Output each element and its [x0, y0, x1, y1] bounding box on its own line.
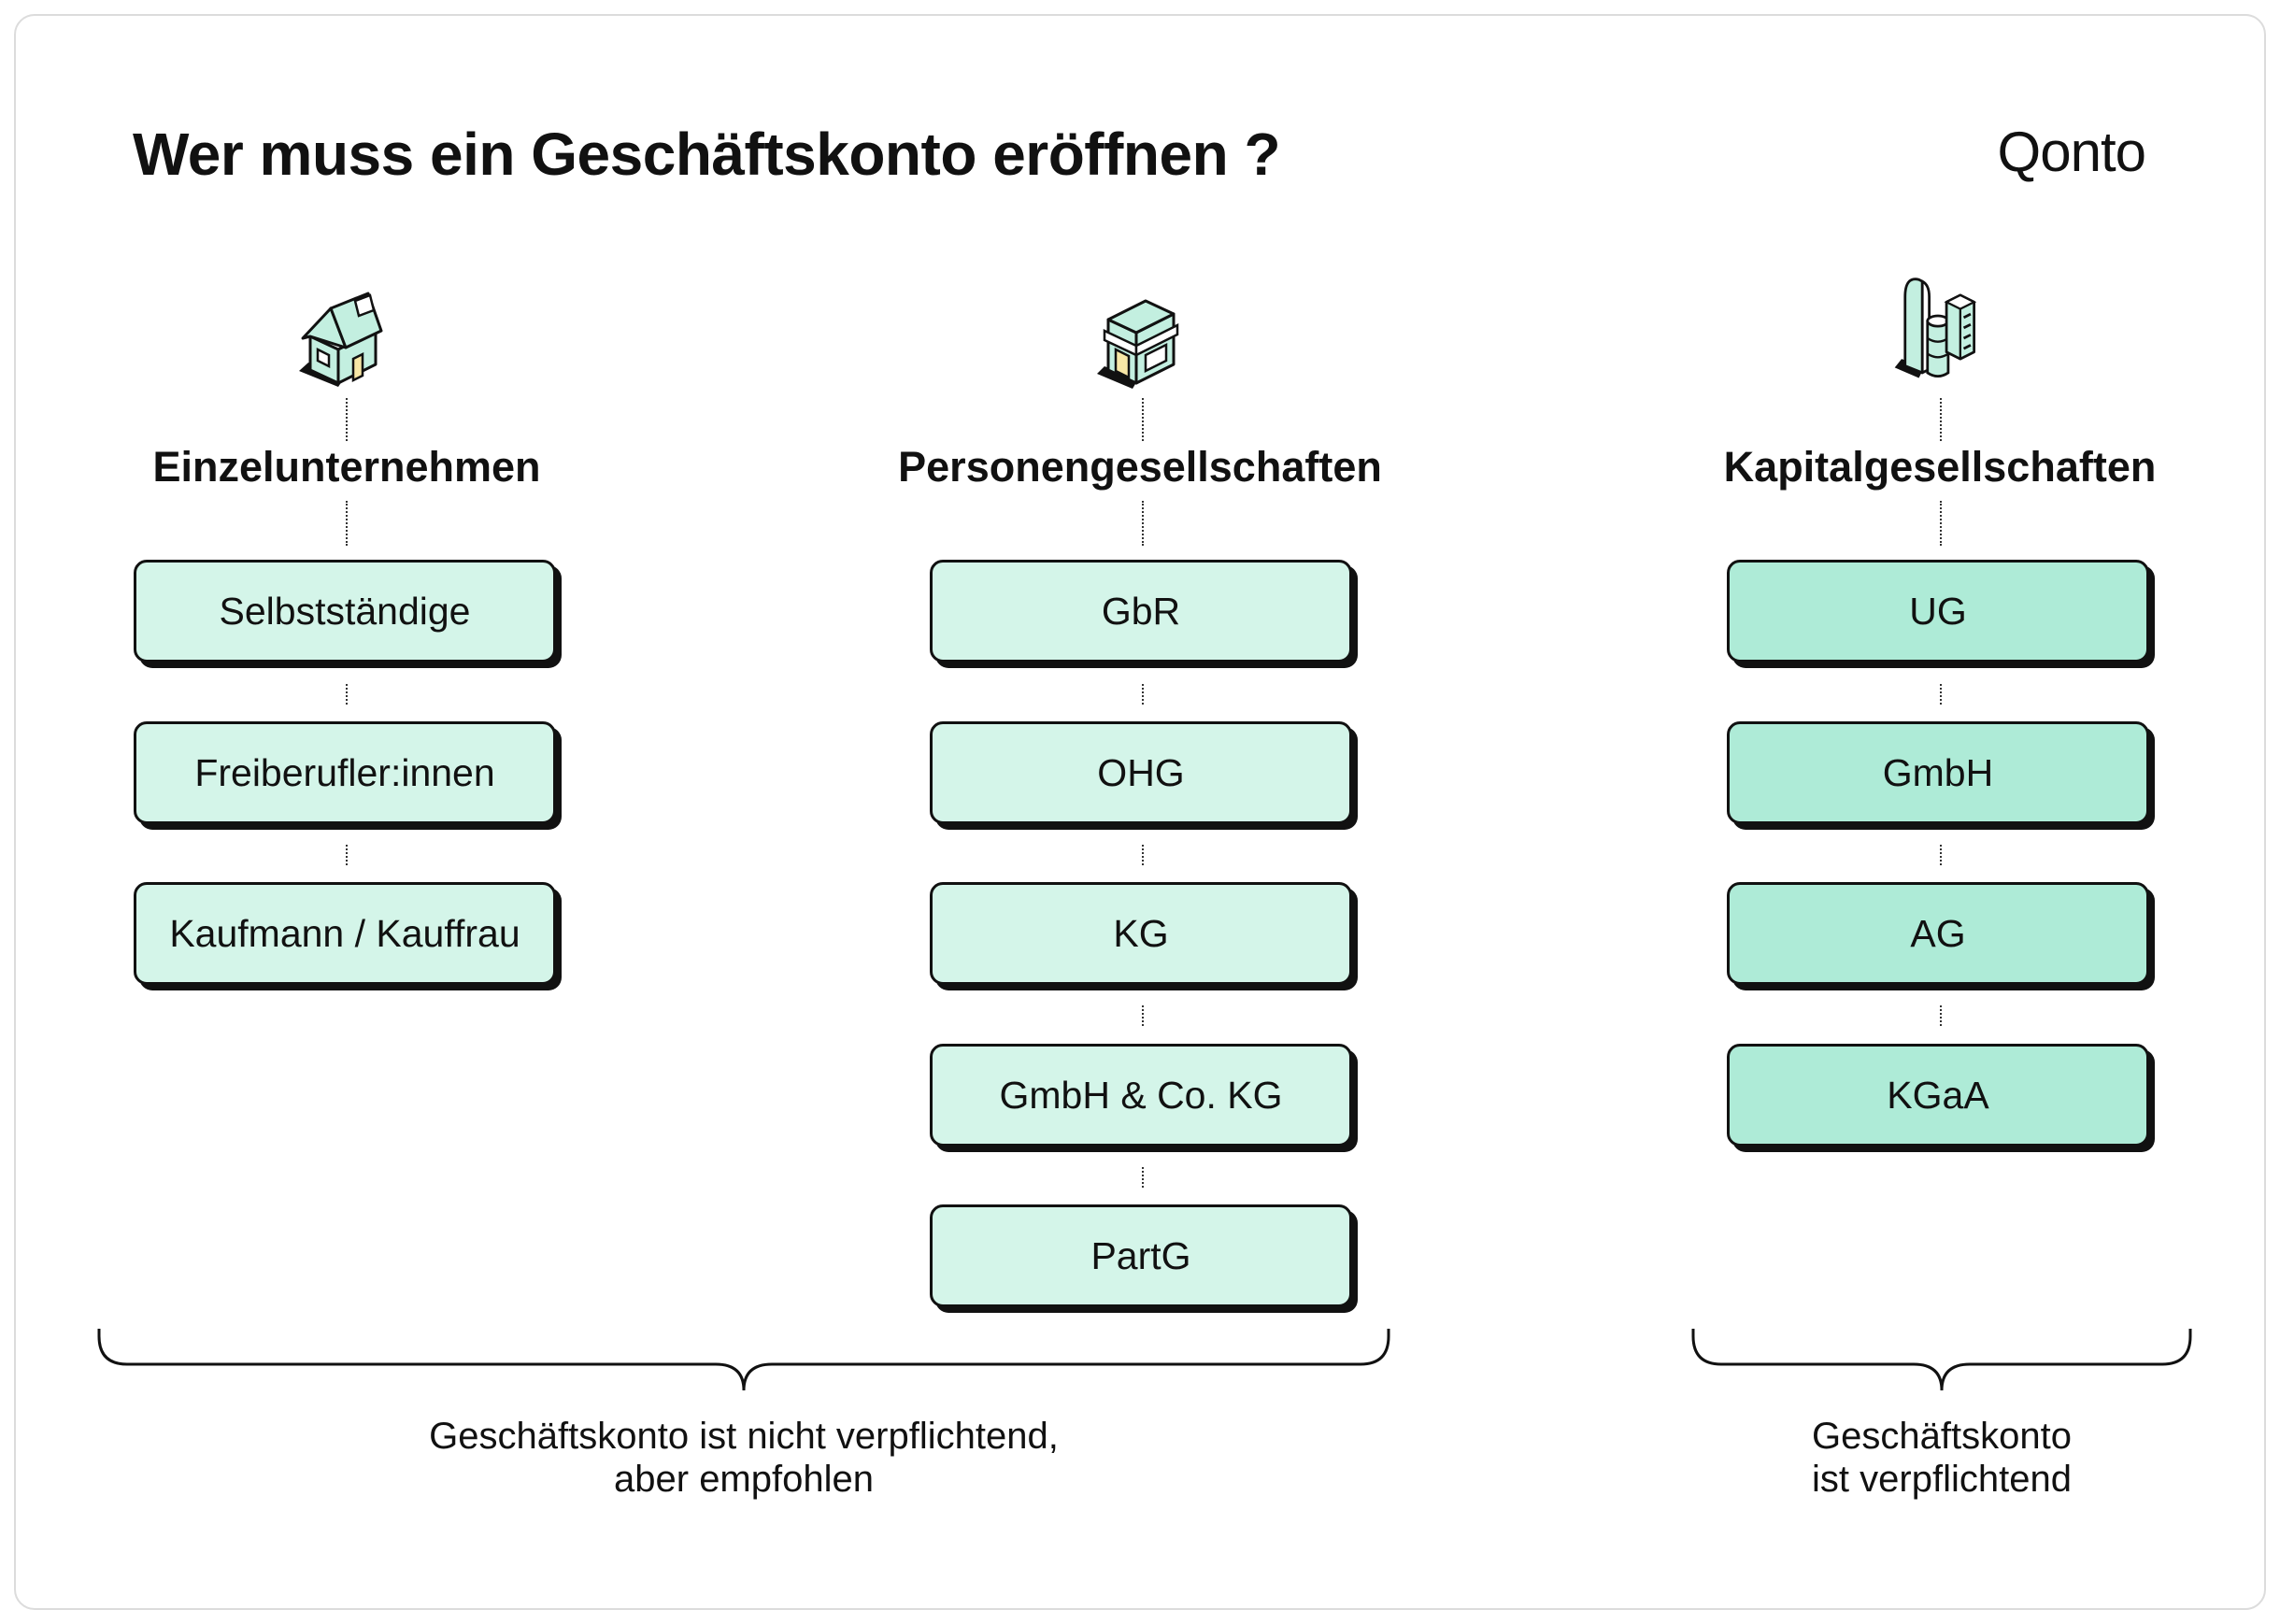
entity-box-freiberufler: Freiberufler:innen [134, 721, 556, 824]
entity-box-gmbh-co-kg: GmbH & Co. KG [930, 1044, 1352, 1147]
connector-line [346, 845, 348, 865]
connector-line [1940, 845, 1942, 865]
entity-box-kaufmann: Kaufmann / Kauffrau [134, 882, 556, 985]
note-optional: Geschäftskonto ist nicht verpflichtend, … [277, 1415, 1211, 1501]
entity-box-ag: AG [1727, 882, 2149, 985]
brand-logo: Qonto [1997, 121, 2146, 183]
category-label-kapitalgesellschaften: Kapitalgesellschaften [1723, 443, 2157, 491]
connector-line [1940, 684, 1942, 705]
shop-icon [1088, 282, 1200, 394]
connector-line [346, 398, 348, 441]
connector-line [1940, 1005, 1942, 1026]
connector-line [1142, 1005, 1144, 1026]
connector-line [1142, 501, 1144, 546]
note-mandatory-line-1: Geschäftskonto [1812, 1416, 2072, 1457]
category-label-einzelunternehmen: Einzelunternehmen [152, 443, 541, 491]
connector-line [1940, 398, 1942, 441]
page-title: Wer muss ein Geschäftskonto eröffnen ? [133, 121, 1281, 188]
connector-line [1142, 845, 1144, 865]
entity-box-gbr: GbR [930, 560, 1352, 662]
connector-line [1142, 684, 1144, 705]
connector-line [346, 501, 348, 546]
entity-box-kg: KG [930, 882, 1352, 985]
entity-box-ohg: OHG [930, 721, 1352, 824]
note-optional-line-1: Geschäftskonto ist nicht verpflichtend, [429, 1416, 1059, 1457]
note-optional-line-2: aber empfohlen [614, 1459, 874, 1500]
entity-box-selbststaendige: Selbstständige [134, 560, 556, 662]
connector-line [1940, 501, 1942, 546]
entity-box-partg: PartG [930, 1204, 1352, 1307]
entity-box-ug: UG [1727, 560, 2149, 662]
entity-box-gmbh: GmbH [1727, 721, 2149, 824]
brace-optional [97, 1329, 1390, 1391]
connector-line [1142, 398, 1144, 441]
entity-box-kgaa: KGaA [1727, 1044, 2149, 1147]
connector-line [1142, 1167, 1144, 1188]
house-icon [290, 282, 402, 394]
note-mandatory: Geschäftskonto ist verpflichtend [1708, 1415, 2175, 1501]
brace-mandatory [1691, 1329, 2192, 1391]
office-building-icon [1880, 271, 1992, 383]
category-label-personengesellschaften: Personengesellschaften [898, 443, 1382, 491]
note-mandatory-line-2: ist verpflichtend [1812, 1459, 2072, 1500]
connector-line [346, 684, 348, 705]
